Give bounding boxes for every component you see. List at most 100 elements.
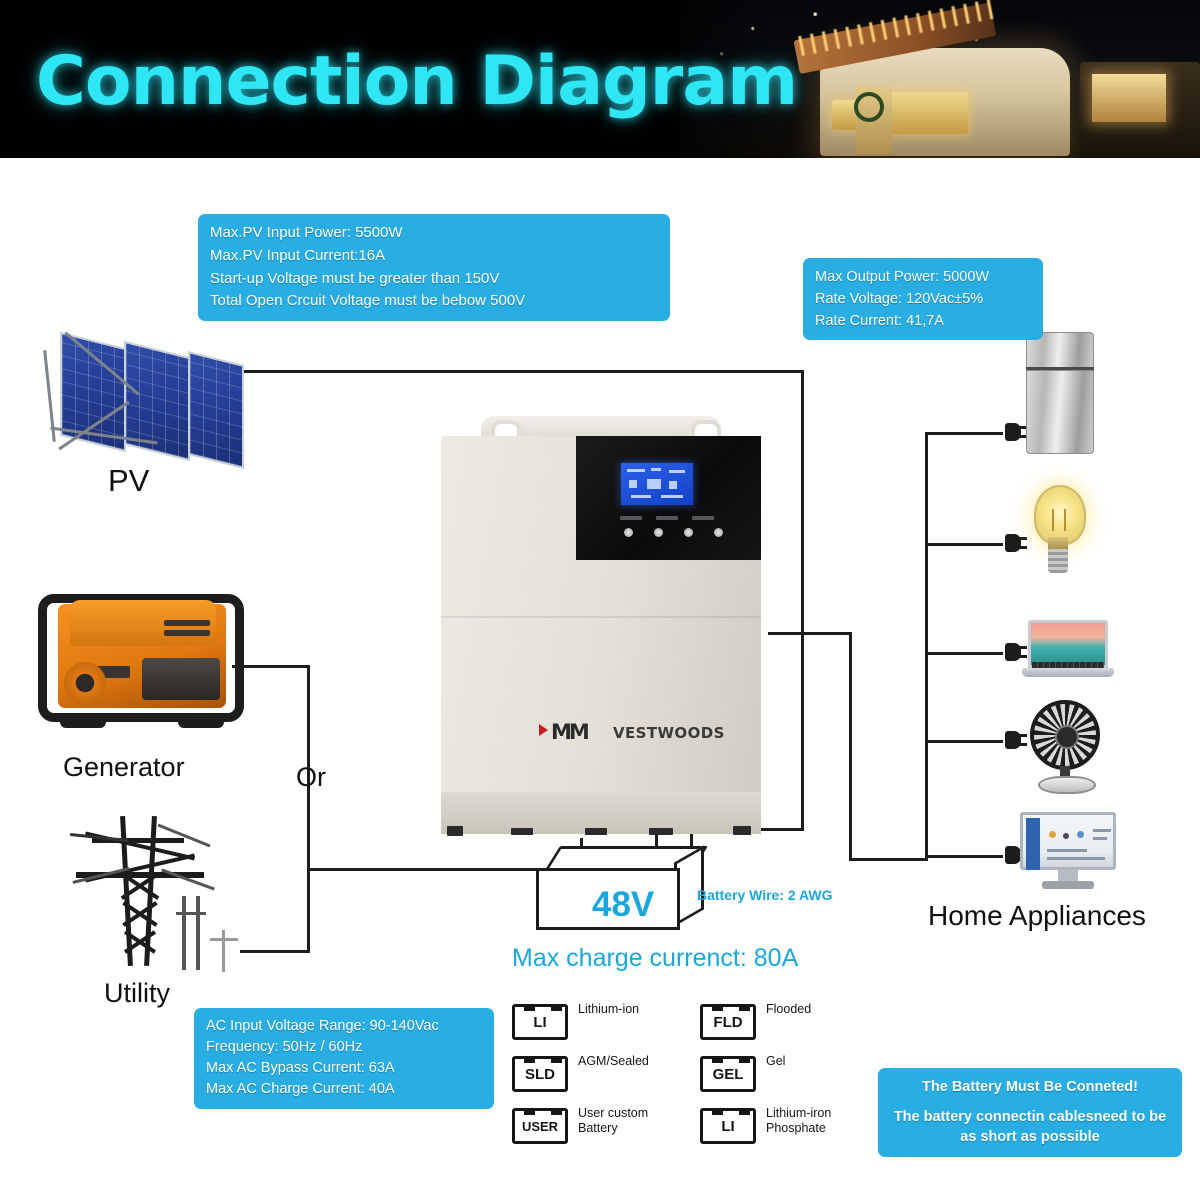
header-banner: Connection Diagram <box>0 0 1200 158</box>
battery-front-face <box>536 868 680 930</box>
wire-branch-bulb <box>925 543 1003 546</box>
wire-pv-vertical <box>801 370 804 830</box>
rv-window <box>890 92 968 134</box>
inverter-button[interactable] <box>684 528 693 537</box>
ac-spec-line-2: Frequency: 50Hz / 60Hz <box>206 1039 363 1056</box>
battery-icon: LI <box>700 1108 756 1144</box>
ac-input-spec-callout: AC Input Voltage Range: 90-140Vac Freque… <box>194 1008 494 1109</box>
ac-spec-line-1: AC Input Voltage Range: 90-140Vac <box>206 1018 439 1034</box>
pv-spec-line-2: Max.PV Input Current:16A <box>210 246 386 264</box>
wire-branch-fan <box>925 740 1003 743</box>
legend-item: FLD Flooded <box>700 1000 872 1046</box>
desktop-monitor-icon <box>1020 812 1116 892</box>
output-spec-callout: Max Output Power: 5000W Rate Voltage: 12… <box>803 258 1043 341</box>
pylon-crossarm <box>76 872 204 878</box>
inverter-brand-logo: MM VESTWOODS <box>539 718 729 744</box>
bulb-glass <box>1034 485 1086 545</box>
wire-generator-vertical <box>307 665 310 952</box>
legend-item: GEL Gel <box>700 1052 872 1098</box>
inverter-port <box>511 828 533 835</box>
wire-branch-monitor <box>925 855 1003 858</box>
inverter-button[interactable] <box>654 528 663 537</box>
ac-spec-line-3: Max AC Bypass Current: 63A <box>206 1060 395 1077</box>
max-charge-current-label: Max charge currenct: 80A <box>512 944 799 972</box>
solar-panel-icon <box>24 326 244 469</box>
pv-spec-line-1: Max.PV Input Power: 5500W <box>210 224 403 241</box>
utility-label: Utility <box>104 978 170 1008</box>
legend-label: AGM/Sealed <box>578 1054 649 1068</box>
battery-voltage-label: 48V <box>592 885 655 924</box>
generator-pulley <box>64 662 106 704</box>
output-spec-line-3: Rate Current: 41,7A <box>815 313 944 330</box>
inverter-lcd-screen <box>621 463 693 505</box>
fridge-main-door <box>1026 370 1094 454</box>
legend-item: LI Lithium-iron Phosphate <box>700 1104 872 1150</box>
inverter-button-label <box>656 516 678 520</box>
generator-label: Generator <box>63 752 185 782</box>
output-spec-line-2: Rate Voltage: 120Vac±5% <box>815 291 984 308</box>
pv-spec-line-3: Start-up Voltage must be greater than 15… <box>210 269 500 287</box>
inverter-port <box>447 826 463 836</box>
inverter-port <box>649 828 673 835</box>
laptop-icon <box>1022 620 1114 688</box>
battery-icon-code: USER <box>521 1118 559 1134</box>
power-line <box>157 823 211 848</box>
pylon-brace <box>84 853 196 883</box>
page-title: Connection Diagram <box>36 42 798 121</box>
pylon-secondary <box>196 896 200 970</box>
generator-engine <box>142 658 220 700</box>
monitor-foot <box>1042 881 1094 889</box>
wire-battery-pos <box>655 832 658 858</box>
rv-rear-window <box>1092 74 1166 122</box>
refrigerator-icon <box>1026 332 1094 454</box>
inverter-unit: MM VESTWOODS <box>433 408 769 848</box>
legend-label: Lithium-iron Phosphate <box>766 1106 832 1136</box>
inverter-seam <box>441 616 761 618</box>
battery-icon: USER <box>512 1108 568 1144</box>
logo-mark-icon <box>539 724 548 736</box>
laptop-keyboard <box>1032 662 1104 669</box>
bulb-screw-base <box>1048 549 1068 573</box>
generator-vent <box>164 630 210 636</box>
laptop-base <box>1022 668 1114 677</box>
wire-pv-into-inverter <box>748 828 804 831</box>
fan-blades <box>1030 700 1100 770</box>
wreath-icon <box>854 92 884 122</box>
or-label: Or <box>296 762 326 792</box>
battery-icon-code: GEL <box>712 1065 744 1083</box>
wire-output-to-bus <box>849 858 928 861</box>
fridge-door-gap <box>1026 367 1094 371</box>
fan-neck <box>1060 766 1070 778</box>
monitor-stand <box>1058 870 1078 882</box>
battery-icon: FLD <box>700 1004 756 1040</box>
inverter-port <box>733 826 751 835</box>
logo-m-icon: MM <box>551 720 590 744</box>
plug-icon <box>999 643 1027 661</box>
battery-icon-code: LI <box>533 1013 547 1031</box>
monitor-sidebar <box>1026 818 1040 870</box>
inverter-button[interactable] <box>624 528 633 537</box>
pylon-secondary <box>182 896 186 970</box>
wire-branch-laptop <box>925 652 1003 655</box>
battery-icon: LI <box>512 1004 568 1040</box>
legend-label: Flooded <box>766 1002 812 1016</box>
wire-appliance-bus <box>925 432 928 860</box>
pylon-secondary-arm <box>176 912 206 915</box>
inverter-button[interactable] <box>714 528 723 537</box>
wire-pv-horizontal <box>198 370 804 373</box>
banner-gradient <box>610 0 780 158</box>
wire-utility-horizontal <box>240 950 310 953</box>
laptop-screen <box>1028 620 1108 668</box>
legend-item: SLD AGM/Sealed <box>512 1052 684 1098</box>
wire-ac-to-inverter <box>307 868 583 871</box>
battery-icon-code: LI <box>721 1117 735 1135</box>
generator-foot <box>178 716 224 728</box>
wire-battery-neg <box>690 832 693 850</box>
light-bulb-icon <box>1026 485 1090 581</box>
pylon-small-pole <box>222 930 225 972</box>
warning-headline: The Battery Must Be Conneted! <box>922 1079 1138 1095</box>
monitor-screen <box>1020 812 1116 870</box>
legend-item: USER User custom Battery <box>512 1104 684 1150</box>
pv-label: PV <box>108 463 150 498</box>
